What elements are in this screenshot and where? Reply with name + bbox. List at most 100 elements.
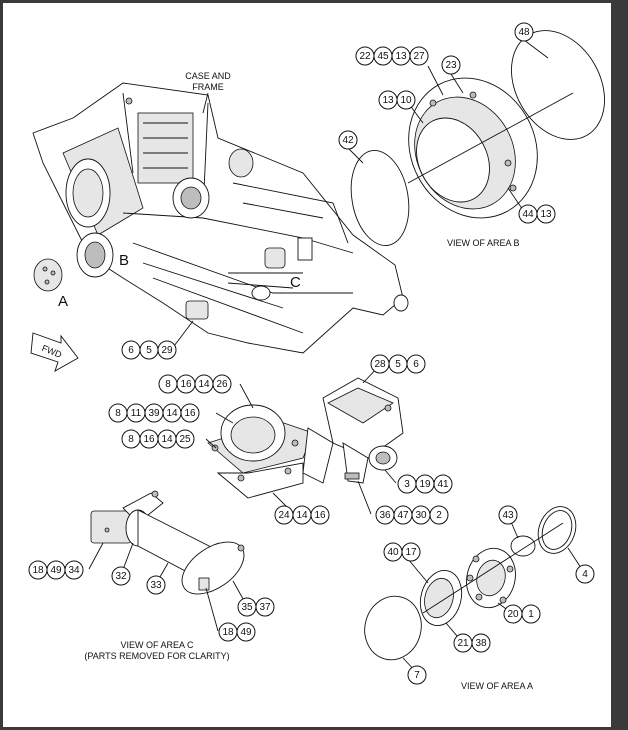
callout-number: 44 (522, 209, 534, 220)
callout-number: 41 (437, 479, 449, 490)
callout-group-c-6529: 6 5 29 (121, 340, 177, 360)
callout-group-b-4413: 44 13 (518, 204, 556, 224)
callout-bubble (396, 90, 416, 110)
callout-number: 14 (296, 510, 308, 521)
callout-bubble (514, 22, 534, 42)
callout-group-c-3537: 35 37 (237, 597, 275, 617)
callout-number: 23 (445, 60, 457, 71)
callout-bubble (157, 340, 177, 360)
callout-number: 21 (457, 638, 469, 649)
callout-number: 39 (148, 408, 160, 419)
case-frame-label-line2: FRAME (192, 82, 224, 92)
fwd-arrow-icon: FWD (30, 332, 79, 372)
callout-number: 47 (397, 510, 409, 521)
callout-number: 13 (395, 51, 407, 62)
callout-group-g-241416: 24 14 16 (274, 505, 330, 525)
callout-number: 16 (184, 408, 196, 419)
callout-number: 17 (405, 547, 417, 558)
callout-bubble (212, 374, 232, 394)
callout-number: 10 (400, 95, 412, 106)
callout-bubble (146, 575, 166, 595)
callout-number: 11 (131, 408, 142, 419)
callout-group-c-32: 32 (111, 566, 131, 586)
callout-number: 13 (382, 95, 394, 106)
view-of-area-a-label: VIEW OF AREA A (461, 681, 533, 691)
callout-bubble (471, 633, 491, 653)
callout-bubble (255, 597, 275, 617)
case-and-frame-assembly (32, 82, 409, 354)
callout-number: 48 (518, 27, 530, 38)
callout-bubble (409, 46, 429, 66)
area-a-assembly (364, 506, 577, 661)
callout-number: 35 (241, 602, 253, 613)
callout-bubble (64, 560, 84, 580)
callout-group-b-1310: 13 10 (378, 90, 416, 110)
callout-group-a-7: 7 (407, 665, 427, 685)
callout-number: 43 (502, 510, 514, 521)
callout-number: 14 (198, 379, 210, 390)
callout-bubble (111, 566, 131, 586)
callout-bubble (175, 429, 195, 449)
callout-number: 38 (475, 638, 487, 649)
callout-number: 25 (179, 434, 191, 445)
parts-diagram: CASE AND FRAME A B C FWD VIEW OF AREA B (28, 22, 605, 691)
area-c-assembly (90, 490, 245, 595)
callout-number: 24 (278, 510, 290, 521)
area-b-assembly (350, 30, 605, 246)
callout-number: 6 (128, 345, 134, 356)
area-c-marker: C (290, 274, 301, 291)
callout-bubble (441, 55, 461, 75)
callout-group-a-4: 4 (575, 564, 595, 584)
callout-number: 29 (161, 345, 173, 356)
callout-bubble (433, 474, 453, 494)
callout-number: 34 (68, 565, 80, 576)
area-a-marker: A (58, 293, 68, 310)
callout-bubble (310, 505, 330, 525)
callout-number: 13 (540, 209, 552, 220)
view-of-area-c-label-line1: VIEW OF AREA C (120, 640, 194, 650)
callout-number: 16 (180, 379, 192, 390)
callout-number: 30 (415, 510, 427, 521)
callout-number: 28 (374, 359, 386, 370)
callout-bubble (407, 665, 427, 685)
callout-number: 18 (32, 565, 44, 576)
callout-bubble (338, 130, 358, 150)
callout-number: 7 (414, 670, 420, 681)
callout-number: 36 (379, 510, 391, 521)
callout-number: 8 (165, 379, 171, 390)
callout-number: 42 (342, 135, 354, 146)
callout-group-g-row2: 8 11 39 14 16 (108, 403, 200, 423)
callout-number: 5 (146, 345, 152, 356)
callout-number: 22 (359, 51, 371, 62)
callout-number: 18 (222, 627, 234, 638)
callout-bubble (498, 505, 518, 525)
housing-assembly (302, 377, 404, 484)
view-of-area-c-label-line2: (PARTS REMOVED FOR CLARITY) (84, 651, 229, 661)
callout-number: 16 (314, 510, 326, 521)
callout-number: 37 (259, 602, 271, 613)
callout-number: 14 (161, 434, 173, 445)
callout-bubble (236, 622, 256, 642)
callout-number: 6 (413, 359, 419, 370)
callout-group-b-48: 48 (514, 22, 534, 42)
callout-bubble (521, 604, 541, 624)
cover-assembly (207, 404, 314, 499)
callout-group-a-43: 43 (498, 505, 518, 525)
callout-bubble (575, 564, 595, 584)
callout-number: 45 (377, 51, 389, 62)
callout-number: 8 (128, 434, 134, 445)
callout-bubble (429, 505, 449, 525)
callout-bubble (180, 403, 200, 423)
callout-number: 20 (507, 609, 519, 620)
callout-number: 8 (115, 408, 121, 419)
callout-number: 14 (166, 408, 178, 419)
